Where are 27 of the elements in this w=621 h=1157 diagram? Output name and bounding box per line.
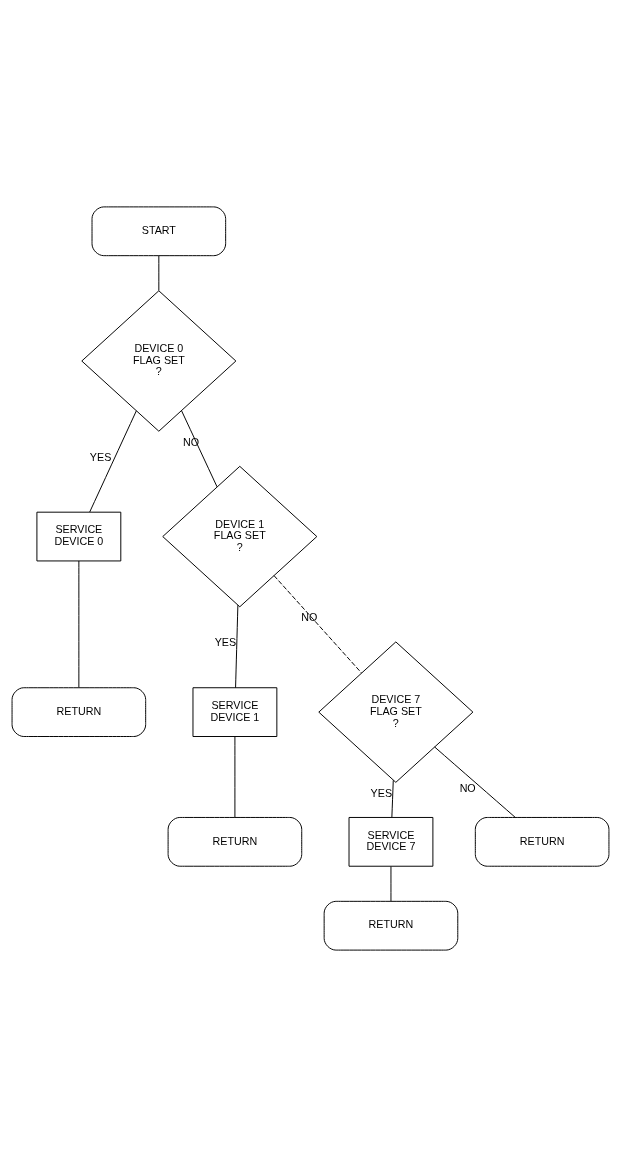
edge-label: YES xyxy=(214,636,237,649)
node-box: SERVICE DEVICE 1 xyxy=(192,687,278,737)
edge-label: NO xyxy=(459,781,476,794)
connector xyxy=(158,255,160,292)
node-box: RETURN xyxy=(474,816,610,867)
node-box: RETURN xyxy=(167,816,303,867)
node-diamond: DEVICE 7 FLAG SET ? xyxy=(318,641,474,783)
connector xyxy=(434,746,516,818)
node-box: RETURN xyxy=(11,687,147,737)
connector xyxy=(78,560,80,689)
node-diamond: DEVICE 0 FLAG SET ? xyxy=(81,290,237,432)
connector xyxy=(234,736,236,818)
connector xyxy=(273,575,362,674)
node-box: RETURN xyxy=(323,900,459,951)
edge-label: YES xyxy=(370,786,393,799)
connector xyxy=(391,779,394,818)
connector xyxy=(235,604,239,689)
node-diamond: DEVICE 1 FLAG SET ? xyxy=(162,465,318,608)
edge-label: NO xyxy=(183,435,200,448)
connector xyxy=(89,410,137,513)
node-box: START xyxy=(91,206,227,257)
node-box: SERVICE DEVICE 7 xyxy=(348,816,434,867)
node-box: SERVICE DEVICE 0 xyxy=(36,511,122,562)
edge-label: NO xyxy=(301,611,318,624)
edge-label: YES xyxy=(89,451,112,463)
connector xyxy=(181,410,218,488)
connector xyxy=(390,866,392,902)
